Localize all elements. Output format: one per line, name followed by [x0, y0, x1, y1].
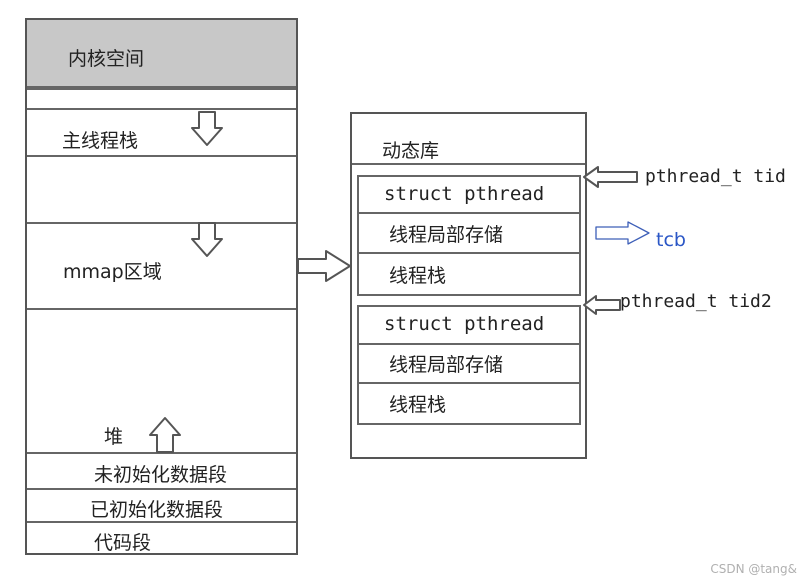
- main-thread-stack-label: 主线程栈: [62, 130, 139, 152]
- shared-library-title: 动态库: [382, 140, 440, 162]
- divider: [27, 308, 296, 310]
- data-segment-label: 已初始化数据段: [90, 499, 224, 521]
- heap-grow-up-arrow-icon: [149, 417, 181, 453]
- watermark: CSDN @tang&: [710, 562, 797, 576]
- text-segment-label: 代码段: [94, 532, 152, 554]
- thread-stack-row: 线程栈: [389, 264, 447, 287]
- divider: [27, 88, 296, 90]
- tid-pointer-arrow-icon: [583, 166, 638, 188]
- tcb-label: tcb: [656, 229, 686, 251]
- shared-library-box: [350, 112, 587, 459]
- pthread-tid2-label: pthread_t tid2: [620, 291, 772, 312]
- bss-segment-label: 未初始化数据段: [94, 464, 228, 486]
- divider: [27, 155, 296, 157]
- divider: [27, 108, 296, 110]
- divider: [27, 521, 296, 523]
- mmap-grow-down-arrow-icon: [191, 222, 223, 257]
- thread-local-storage-row: 线程局部存储: [357, 214, 581, 254]
- address-space-column: [25, 18, 298, 555]
- pthread-tid-label: pthread_t tid: [645, 166, 786, 187]
- stack-grow-down-arrow-icon: [191, 111, 223, 146]
- divider: [27, 488, 296, 490]
- divider: [352, 163, 585, 165]
- thread-local-storage-row: 线程局部存储: [357, 345, 581, 384]
- struct-pthread-row: struct pthread: [357, 175, 581, 214]
- tid2-pointer-arrow-icon: [583, 295, 621, 315]
- kernel-space-region: [27, 20, 296, 88]
- tcb-arrow-icon: [595, 221, 650, 245]
- divider: [27, 222, 296, 224]
- thread-block-1: [357, 175, 581, 296]
- mmap-to-library-arrow-icon: [297, 250, 351, 282]
- struct-pthread-row: struct pthread: [357, 305, 581, 345]
- thread-block-2: [357, 305, 581, 425]
- kernel-space-label: 内核空间: [68, 48, 145, 70]
- mmap-region-label: mmap区域: [63, 261, 162, 283]
- heap-label: 堆: [104, 426, 124, 448]
- thread-stack-row: 线程栈: [389, 394, 447, 416]
